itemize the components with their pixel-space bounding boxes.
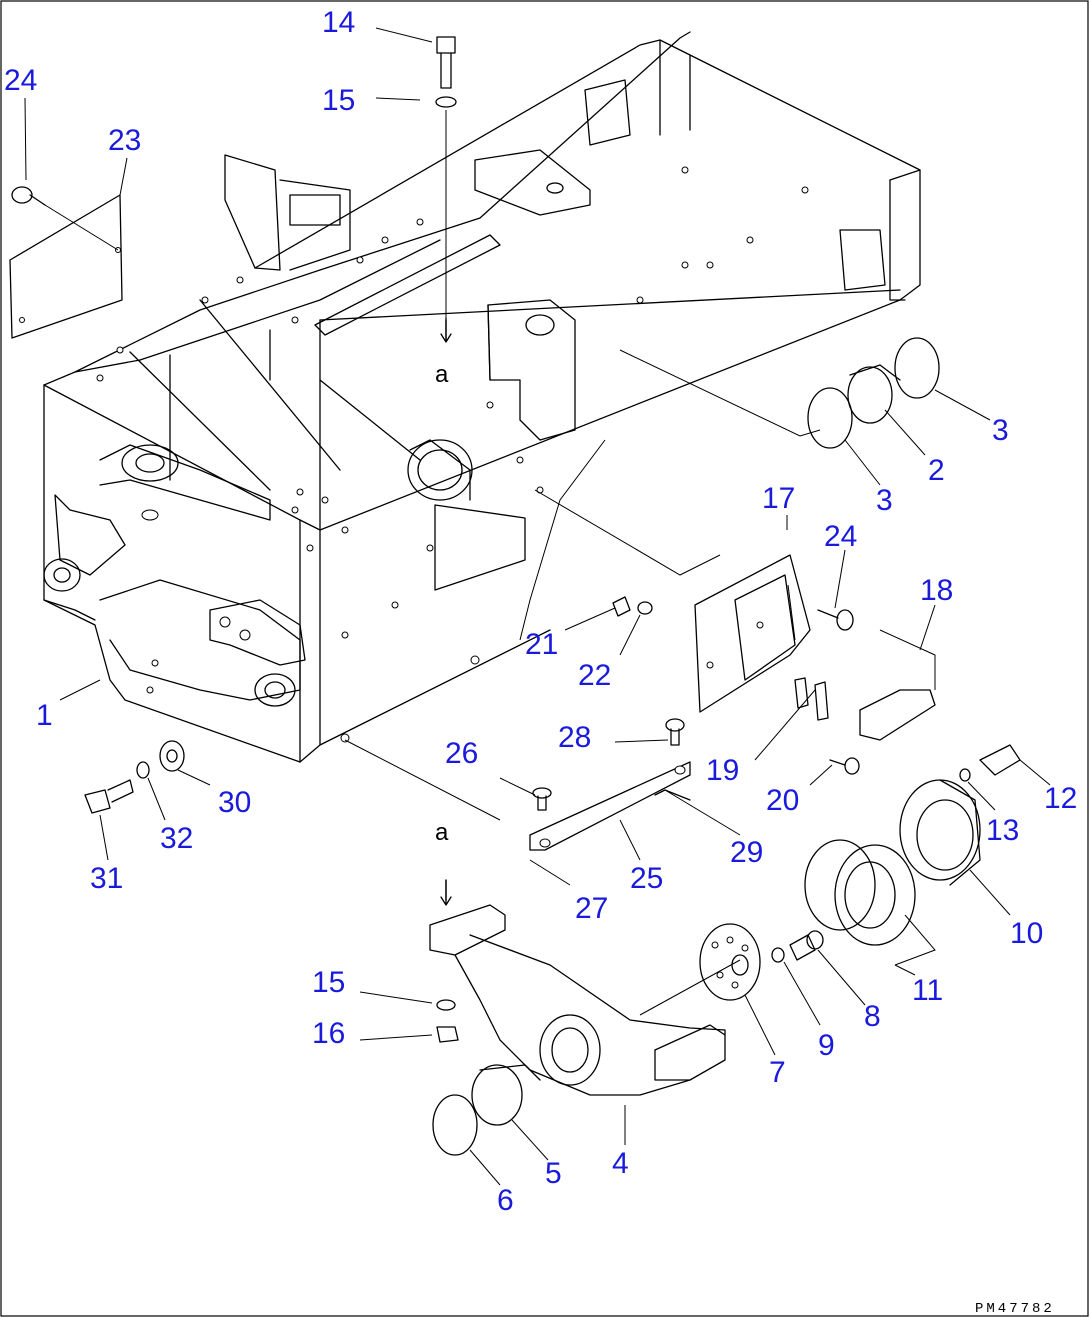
bolt-20-shape bbox=[829, 757, 860, 775]
shims-11-shape bbox=[804, 839, 936, 966]
bolt-31-shape bbox=[84, 779, 134, 814]
bushing-2-rings-3-shapes bbox=[807, 337, 940, 449]
pin-28-shape bbox=[665, 718, 685, 746]
callout-24-right: 24 bbox=[824, 520, 857, 553]
callout-30: 30 bbox=[218, 786, 251, 819]
bolt-12-shape bbox=[979, 744, 1021, 776]
bushing-5-shape bbox=[471, 1064, 541, 1126]
leader-lines bbox=[24, 27, 1051, 1186]
washer-30-shape bbox=[159, 740, 185, 772]
callout-26: 26 bbox=[445, 737, 478, 770]
callout-3-right: 3 bbox=[992, 414, 1009, 447]
callout-6: 6 bbox=[497, 1184, 514, 1217]
callout-14: 14 bbox=[322, 6, 355, 39]
callout-25: 25 bbox=[630, 862, 663, 895]
callout-19: 19 bbox=[706, 754, 739, 787]
link-bar-25-shape bbox=[344, 739, 691, 851]
bolt-8-shape bbox=[789, 930, 824, 961]
bolt-24-right-shape bbox=[817, 609, 854, 631]
axle-support-4-shape bbox=[429, 904, 741, 1096]
callout-18: 18 bbox=[920, 574, 953, 607]
callout-29: 29 bbox=[730, 836, 763, 869]
callout-21: 21 bbox=[525, 628, 558, 661]
washer-9-shape bbox=[771, 947, 785, 963]
callout-4: 4 bbox=[612, 1147, 629, 1180]
main-frame-drawing bbox=[43, 31, 921, 763]
bolt-21-shape bbox=[612, 596, 631, 617]
callout-13: 13 bbox=[986, 814, 1019, 847]
callout-23: 23 bbox=[108, 124, 141, 157]
callout-12: 12 bbox=[1044, 782, 1077, 815]
cover-plate-23-shape bbox=[9, 194, 123, 339]
frame-holes bbox=[96, 166, 809, 743]
shim-plate-7-shape bbox=[699, 923, 761, 1001]
callout-24-top-left: 24 bbox=[4, 64, 37, 97]
washer-13-shape bbox=[959, 768, 971, 782]
callout-labels: 14 15 24 23 3 2 3 17 24 18 21 22 19 20 2… bbox=[4, 6, 1077, 1317]
pin-26-shape bbox=[532, 787, 552, 811]
view-marker-a-bottom: a bbox=[435, 819, 449, 846]
washer-15-lower-shape bbox=[436, 999, 456, 1011]
view-marker-a-top: a bbox=[435, 361, 449, 388]
callout-1: 1 bbox=[36, 699, 53, 732]
plate-19-shape bbox=[794, 677, 809, 709]
callout-11: 11 bbox=[912, 974, 943, 1007]
seal-ring-6-shape bbox=[432, 1094, 478, 1156]
bolt-14-shape bbox=[435, 36, 457, 341]
callout-28: 28 bbox=[558, 721, 591, 754]
callout-15-bottom: 15 bbox=[312, 966, 345, 999]
cap-10-shape bbox=[899, 779, 981, 886]
plate-19b-shape bbox=[814, 681, 829, 721]
callout-9: 9 bbox=[818, 1029, 835, 1062]
callout-15-top: 15 bbox=[322, 84, 355, 117]
callout-22: 22 bbox=[578, 659, 611, 692]
washer-32-shape bbox=[136, 761, 150, 779]
drawing-code: PM47782 bbox=[975, 1301, 1055, 1317]
callout-17: 17 bbox=[762, 482, 795, 515]
callout-3-left: 3 bbox=[876, 484, 893, 517]
callout-5: 5 bbox=[545, 1157, 562, 1190]
callout-31: 31 bbox=[90, 862, 123, 895]
callout-2: 2 bbox=[928, 454, 945, 487]
cover-plate-17-shape bbox=[694, 554, 811, 713]
callout-8: 8 bbox=[864, 1000, 881, 1033]
callout-7: 7 bbox=[769, 1056, 786, 1089]
callout-10: 10 bbox=[1010, 917, 1043, 950]
callout-20: 20 bbox=[766, 784, 799, 817]
bracket-18-shape bbox=[859, 629, 936, 741]
callout-32: 32 bbox=[160, 822, 193, 855]
callout-16: 16 bbox=[312, 1017, 345, 1050]
washer-22-shape bbox=[637, 601, 653, 615]
nut-16-shape bbox=[436, 1026, 459, 1043]
callout-27: 27 bbox=[575, 892, 608, 925]
view-a-arrows bbox=[440, 317, 452, 906]
bolt-24-top-left-shape bbox=[11, 186, 119, 251]
